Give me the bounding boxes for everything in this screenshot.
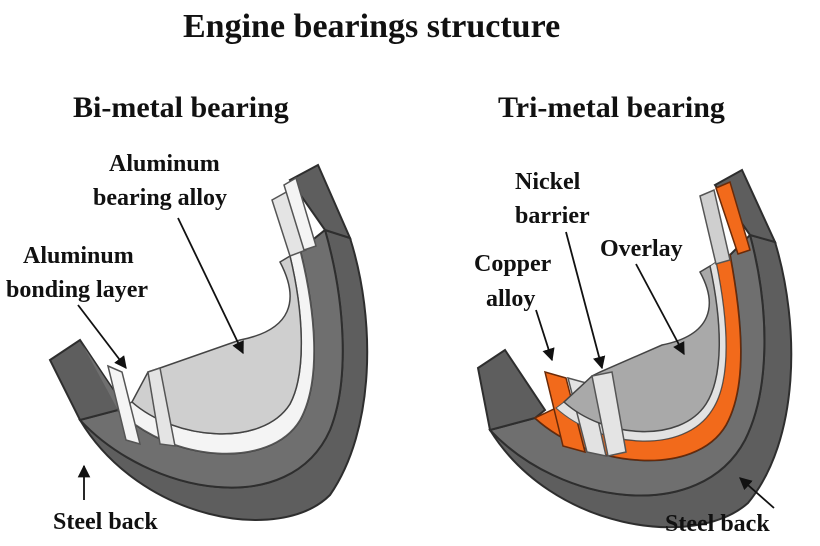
bi-bonding-label-line1: Aluminum bbox=[23, 243, 134, 269]
tri-copper-label-line2: alloy bbox=[486, 286, 536, 312]
tri-copper-label-line1: Copper bbox=[474, 251, 552, 277]
tri-copper-leader bbox=[535, 309, 555, 362]
tri-steel-back-label: Steel back bbox=[665, 511, 770, 537]
tri-nickel-leader bbox=[565, 231, 606, 370]
tri-metal-title: Tri-metal bearing bbox=[498, 91, 725, 124]
bi-right-white-strip bbox=[283, 176, 317, 251]
bi-alloy-label-line2: bearing alloy bbox=[93, 185, 228, 211]
bi-alloy-wall bbox=[147, 367, 176, 447]
bi-metal-title: Bi-metal bearing bbox=[73, 91, 289, 124]
tri-copper-right-strip bbox=[715, 180, 751, 255]
tri-nickel-label-line2: barrier bbox=[515, 203, 590, 229]
tri-nickel-label-line1: Nickel bbox=[515, 169, 581, 195]
tri-overlay-label: Overlay bbox=[600, 236, 683, 262]
tri-left-end-block bbox=[476, 348, 547, 432]
tri-metal-bearing bbox=[476, 168, 793, 529]
bi-bonding-label-line2: bonding layer bbox=[6, 277, 149, 303]
bi-steel-back-label: Steel back bbox=[53, 509, 158, 535]
bi-bonding-left-strip bbox=[106, 364, 142, 446]
bi-right-end-block bbox=[288, 163, 352, 240]
tri-steel-leader bbox=[739, 477, 775, 509]
tri-overlay-leader bbox=[635, 263, 685, 356]
leader-lines bbox=[77, 217, 775, 509]
bi-alloy-bore bbox=[131, 254, 303, 435]
diagram-title: Engine bearings structure bbox=[183, 8, 561, 45]
bi-alloy-label-line1: Aluminum bbox=[109, 151, 220, 177]
tri-overlay-wall bbox=[591, 371, 627, 457]
bi-alloy-leader bbox=[177, 217, 244, 355]
bi-left-end-block bbox=[48, 338, 122, 422]
tri-overlay-bore bbox=[562, 264, 720, 433]
tri-overlay-right-lip bbox=[699, 188, 731, 265]
bi-metal-bearing bbox=[48, 163, 369, 521]
bi-bonding-leader bbox=[77, 304, 127, 370]
